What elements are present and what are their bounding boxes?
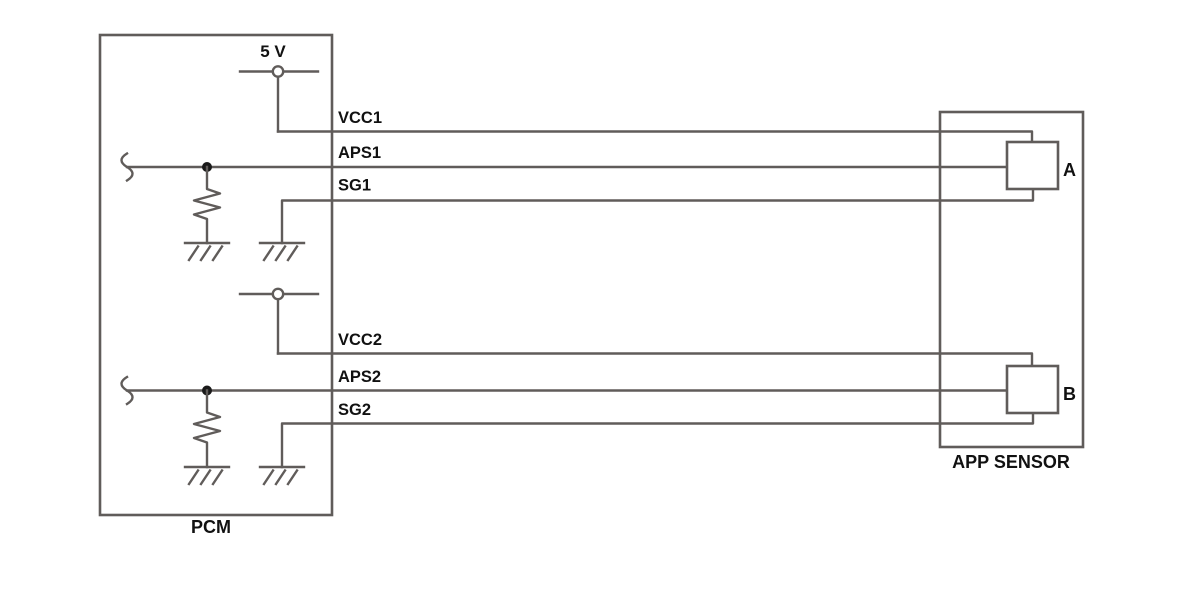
pcm-box bbox=[98, 33, 334, 517]
sg1-label: SG1 bbox=[338, 177, 371, 195]
ground-icon-4 bbox=[258, 465, 306, 486]
ground-icon-1 bbox=[183, 241, 231, 262]
circuit-2 bbox=[120, 287, 1035, 486]
supply-voltage-label: 5 V bbox=[260, 42, 286, 61]
vcc2-label: VCC2 bbox=[338, 331, 382, 349]
app-sensor-box bbox=[938, 110, 1085, 449]
ground-icon-2 bbox=[258, 241, 306, 262]
app-sensor-label: APP SENSOR bbox=[952, 452, 1070, 472]
resistor-2 bbox=[192, 389, 222, 469]
vcc2-wire bbox=[276, 352, 1034, 369]
sg2-label: SG2 bbox=[338, 401, 371, 419]
aps2-label: APS2 bbox=[338, 368, 381, 386]
connector-a-box bbox=[1005, 140, 1060, 191]
vcc1-label: VCC1 bbox=[338, 109, 382, 127]
wire-break-icon-1 bbox=[120, 151, 134, 183]
wire-break-icon-2 bbox=[120, 375, 134, 406]
resistor-1 bbox=[192, 165, 222, 245]
sg2-wire bbox=[280, 410, 1035, 469]
supply-terminal-icon-1 bbox=[271, 65, 285, 78]
supply-terminal-icon-2 bbox=[271, 287, 285, 301]
pcm-label: PCM bbox=[191, 517, 231, 537]
aps1-label: APS1 bbox=[338, 144, 381, 162]
connector-b-label: B bbox=[1063, 384, 1076, 404]
circuit-1 bbox=[120, 65, 1035, 262]
connector-a-label: A bbox=[1063, 160, 1076, 180]
connector-b-box bbox=[1005, 364, 1060, 415]
sg1-wire bbox=[280, 186, 1035, 245]
vcc1-wire bbox=[276, 130, 1034, 145]
ground-icon-3 bbox=[183, 465, 231, 486]
